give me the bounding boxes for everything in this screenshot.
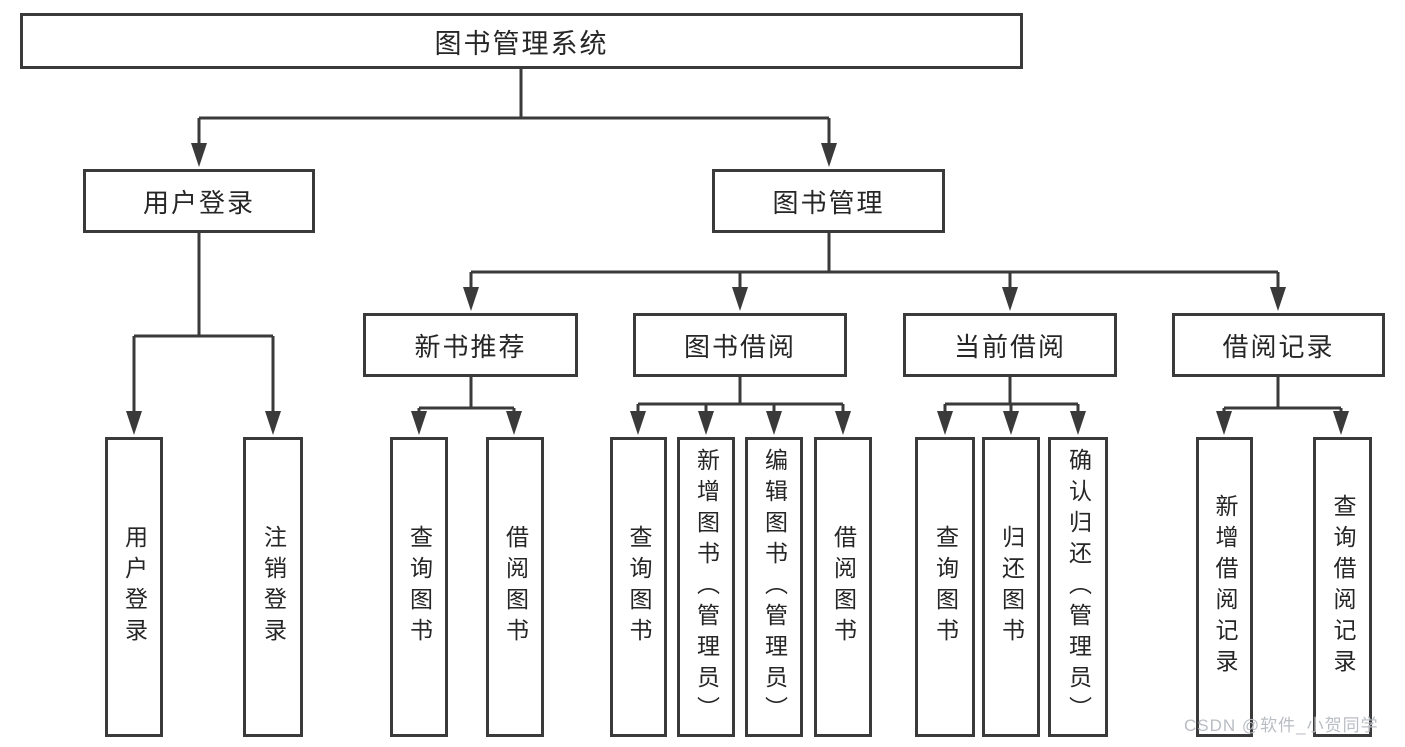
leaf-borrow-borrow: 借阅图书 — [814, 437, 872, 737]
leaf-newbooks-query: 查询图书 — [390, 437, 448, 737]
leaf-newbooks-query-label: 查询图书 — [406, 525, 433, 649]
leaf-newbooks-borrow: 借阅图书 — [486, 437, 544, 737]
node-new-books-label: 新书推荐 — [414, 331, 527, 362]
node-book-borrow-label: 图书借阅 — [683, 331, 796, 362]
node-user-login: 用户登录 — [83, 169, 315, 233]
leaf-records-add: 新增借阅记录 — [1196, 437, 1253, 737]
node-book-mgmt-label: 图书管理 — [772, 187, 885, 218]
leaf-user-login-label: 用户登录 — [121, 525, 148, 649]
leaf-borrow-edit-label: 编辑图书（管理员） — [761, 447, 788, 727]
leaf-borrow-add: 新增图书（管理员） — [677, 437, 735, 737]
node-current-borrow-label: 当前借阅 — [953, 331, 1066, 362]
leaf-current-confirm: 确认归还（管理员） — [1048, 437, 1108, 737]
node-user-login-label: 用户登录 — [142, 187, 255, 218]
node-book-mgmt: 图书管理 — [712, 169, 945, 233]
leaf-newbooks-borrow-label: 借阅图书 — [502, 525, 529, 649]
leaf-borrow-add-label: 新增图书（管理员） — [693, 447, 720, 727]
leaf-borrow-query-label: 查询图书 — [626, 525, 652, 649]
leaf-records-query: 查询借阅记录 — [1313, 437, 1372, 737]
leaf-current-return: 归还图书 — [982, 437, 1040, 737]
leaf-records-add-label: 新增借阅记录 — [1212, 494, 1238, 680]
leaf-logout: 注销登录 — [243, 437, 303, 737]
node-borrow-records: 借阅记录 — [1172, 313, 1385, 377]
leaf-current-query-label: 查询图书 — [932, 525, 959, 649]
leaf-records-query-label: 查询借阅记录 — [1330, 494, 1356, 680]
leaf-current-query: 查询图书 — [915, 437, 975, 737]
leaf-user-login: 用户登录 — [105, 437, 163, 737]
leaf-current-return-label: 归还图书 — [998, 525, 1025, 649]
node-root-label: 图书管理系统 — [434, 28, 609, 59]
leaf-borrow-borrow-label: 借阅图书 — [830, 525, 857, 649]
node-current-borrow: 当前借阅 — [903, 313, 1117, 377]
leaf-logout-label: 注销登录 — [260, 525, 287, 649]
node-borrow-records-label: 借阅记录 — [1222, 331, 1335, 362]
node-book-borrow: 图书借阅 — [633, 313, 847, 377]
leaf-borrow-edit: 编辑图书（管理员） — [745, 437, 803, 737]
leaf-current-confirm-label: 确认归还（管理员） — [1065, 447, 1092, 727]
watermark: CSDN @软件_小贺同学 — [1184, 716, 1379, 735]
node-root: 图书管理系统 — [20, 13, 1023, 69]
node-new-books: 新书推荐 — [363, 313, 578, 377]
leaf-borrow-query: 查询图书 — [610, 437, 667, 737]
